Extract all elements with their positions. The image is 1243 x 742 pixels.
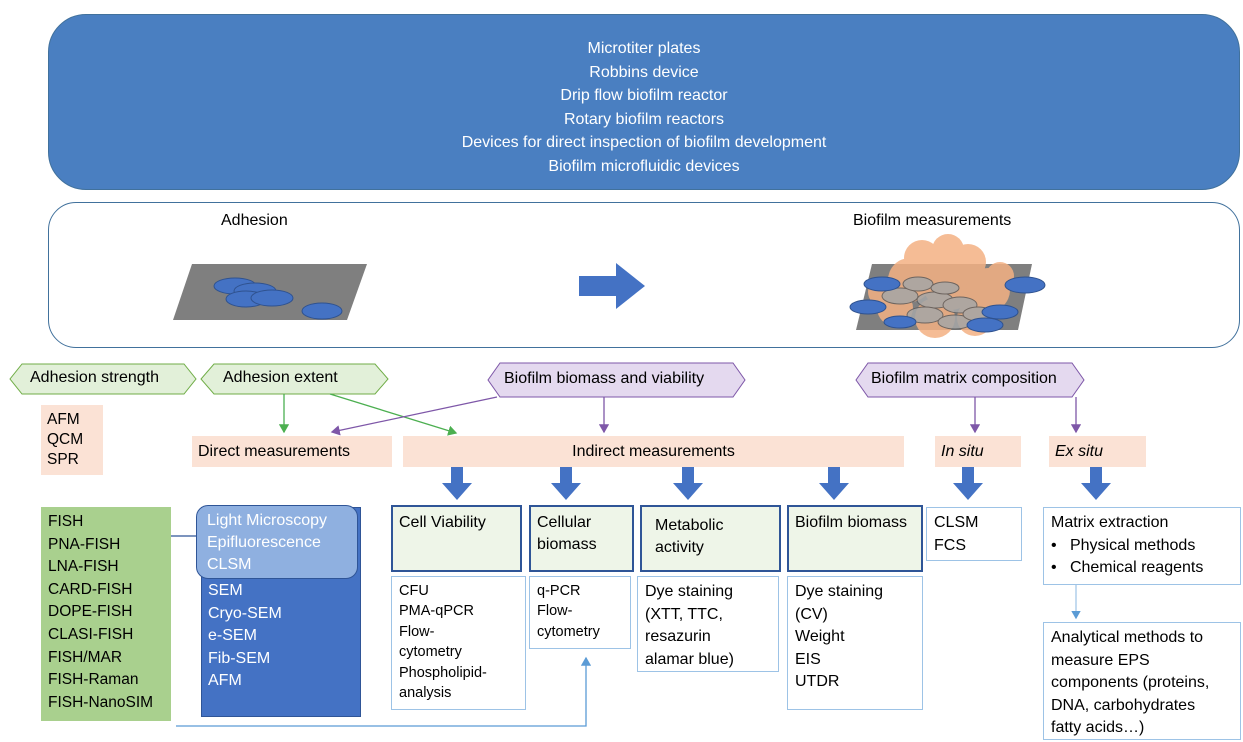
fish-item: FISH-NanoSIM — [48, 693, 154, 711]
device-item: Devices for direct inspection of biofilm… — [461, 134, 827, 152]
fish-item: FISH/MAR — [48, 648, 123, 666]
microscopy-item: Cryo-SEM — [208, 604, 282, 622]
method-item: Phospholipid- — [399, 664, 487, 681]
method-item: Dye staining — [795, 583, 884, 600]
electron-microscopy-group: SEM Cryo-SEM e-SEM Fib-SEM AFM — [201, 580, 361, 693]
eps-line: Analytical methods to — [1051, 629, 1204, 646]
eps-line: measure EPS — [1051, 651, 1150, 669]
microscopy-item: CLSM — [207, 556, 252, 573]
method-item: AFM — [47, 411, 80, 428]
method-item: (XTT, TTC, — [645, 605, 723, 623]
method-item: resazurin — [645, 628, 711, 646]
matrix-extraction-item: • Chemical reagents — [1051, 559, 1204, 577]
indirect-measurements-label: Indirect measurements — [572, 443, 735, 460]
method-item: SPR — [47, 451, 79, 468]
optical-microscopy-group: Light Microscopy Epifluorescence CLSM — [196, 505, 358, 579]
matrix-extraction-item: • Physical methods — [1051, 536, 1196, 554]
eps-methods-box: Analytical methods to measure EPS compon… — [1043, 622, 1241, 740]
metabolic-methods: Dye staining (XTT, TTC, resazurin alamar… — [637, 576, 779, 672]
strength-methods-box: AFM QCM SPR — [41, 405, 103, 475]
method-item: QCM — [47, 431, 84, 448]
fish-item: DOPE-FISH — [48, 603, 133, 621]
matrix-extraction-box: Matrix extraction • Physical methods • C… — [1043, 507, 1241, 585]
adhesion-strength-label: Adhesion strength — [30, 369, 159, 386]
microscopy-item: Light Microscopy — [207, 512, 328, 529]
biomass-viability-tag — [487, 362, 746, 398]
biofilm-biomass-label: Biofilm biomass — [795, 514, 908, 531]
cellular-biomass-label: Cellular — [537, 514, 592, 531]
method-item: alamar blue) — [645, 650, 734, 668]
progression-arrow — [579, 263, 645, 309]
method-item: UTDR — [795, 673, 840, 691]
method-item: PMA-qPCR — [399, 603, 474, 620]
method-item: CFU — [399, 583, 429, 599]
metabolic-activity-label: Metabolic — [655, 517, 724, 534]
biofilm-illustration — [849, 234, 1046, 338]
microscopy-item: Epifluorescence — [207, 534, 321, 551]
cell-viability-box: Cell Viability — [391, 505, 522, 572]
method-item: EIS — [795, 650, 821, 668]
adhesion-extent-label: Adhesion extent — [223, 369, 338, 386]
microscopy-item: AFM — [208, 672, 242, 690]
cell-viability-methods: CFU PMA-qPCR Flow- cytometry Phospholipi… — [391, 576, 526, 710]
device-item: Drip flow biofilm reactor — [560, 87, 728, 105]
method-item: analysis — [399, 685, 452, 702]
microscopy-item: Fib-SEM — [208, 649, 271, 667]
device-item: Robbins device — [589, 63, 699, 81]
in-situ-label: In situ — [941, 443, 984, 460]
biofilm-measurements-label: Biofilm measurements — [853, 212, 1012, 229]
device-item: Rotary biofilm reactors — [563, 110, 725, 128]
matrix-composition-tag — [855, 362, 1085, 398]
direct-measurements-box: Direct measurements — [192, 436, 392, 467]
devices-panel: Microtiter plates Robbins device Drip fl… — [48, 14, 1240, 190]
in-situ-box: In situ — [935, 436, 1021, 467]
cellular-biomass-box: Cellular biomass — [529, 505, 634, 572]
biofilm-biomass-methods: Dye staining (CV) Weight EIS UTDR — [787, 576, 923, 710]
direct-measurements-label: Direct measurements — [198, 443, 351, 460]
biofilm-biomass-box: Biofilm biomass — [787, 505, 923, 572]
method-item: q-PCR — [537, 583, 581, 599]
method-item: Flow- — [537, 603, 573, 620]
fish-item: FISH — [48, 513, 84, 530]
method-item: cytometry — [537, 623, 600, 640]
fish-item: LNA-FISH — [48, 558, 119, 576]
method-item: FCS — [934, 536, 966, 554]
metabolic-activity-box: Metabolic activity — [640, 505, 781, 572]
biomass-viability-label: Biofilm biomass and viability — [504, 370, 705, 387]
microscopy-item: e-SEM — [208, 627, 257, 645]
ex-situ-box: Ex situ — [1049, 436, 1146, 467]
eps-line: fatty acids…) — [1051, 719, 1145, 737]
matrix-composition-label: Biofilm matrix composition — [871, 370, 1057, 387]
method-item: Dye staining — [645, 583, 734, 600]
cellular-biomass-methods: q-PCR Flow- cytometry — [529, 576, 631, 649]
device-item: Microtiter plates — [587, 40, 701, 57]
method-item: cytometry — [399, 644, 462, 661]
cellular-biomass-label: biomass — [537, 536, 597, 553]
fish-item: PNA-FISH — [48, 535, 121, 553]
adhesion-extent-tag — [200, 363, 389, 395]
eps-line: components (proteins, — [1051, 674, 1210, 692]
microscopy-item: SEM — [208, 582, 243, 599]
cell-viability-label: Cell Viability — [399, 514, 486, 531]
method-item: (CV) — [795, 605, 828, 623]
matrix-extraction-title: Matrix extraction — [1051, 514, 1169, 531]
method-item: Flow- — [399, 623, 435, 640]
adhesion-strength-tag — [9, 363, 197, 395]
ex-situ-label: Ex situ — [1055, 443, 1104, 460]
fish-item: CLASI-FISH — [48, 625, 134, 643]
metabolic-activity-label: activity — [655, 539, 704, 556]
fish-methods-box: FISH PNA-FISH LNA-FISH CARD-FISH DOPE-FI… — [41, 507, 171, 721]
adhesion-label: Adhesion — [221, 212, 288, 229]
fish-item: FISH-Raman — [48, 671, 139, 689]
fish-item: CARD-FISH — [48, 580, 133, 598]
indirect-measurements-box: Indirect measurements — [403, 436, 904, 467]
method-item: CLSM — [934, 514, 979, 531]
device-item: Biofilm microfluidic devices — [548, 157, 740, 175]
method-item: Weight — [795, 628, 845, 646]
in-situ-methods: CLSM FCS — [926, 507, 1022, 561]
eps-line: DNA, carbohydrates — [1051, 696, 1196, 714]
adhesion-illustration — [173, 264, 367, 320]
